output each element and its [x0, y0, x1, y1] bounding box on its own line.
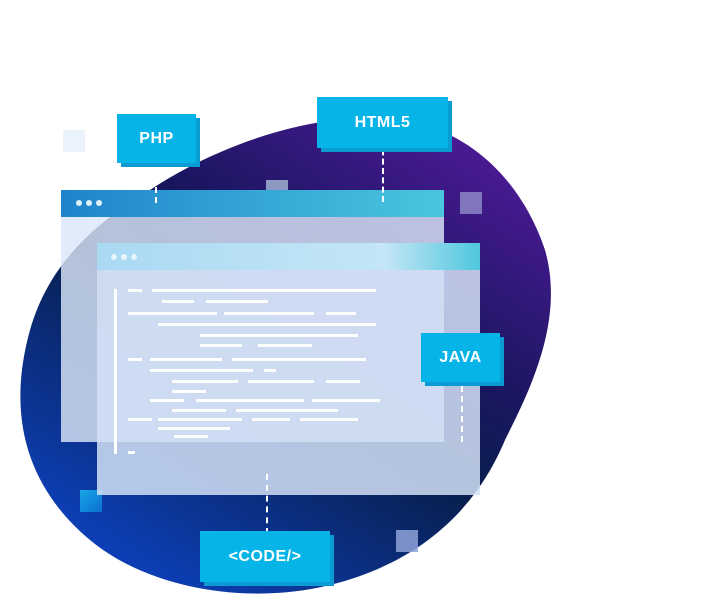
tag-java-label: JAVA — [439, 348, 482, 366]
traffic-dots-icon — [111, 254, 137, 260]
decor-square — [396, 530, 418, 552]
tag-html5-label: HTML5 — [354, 113, 411, 131]
decor-square — [63, 130, 85, 152]
php-connector — [155, 157, 157, 203]
traffic-dots-icon — [76, 200, 102, 206]
decor-square — [460, 192, 482, 214]
code-connector — [266, 474, 268, 534]
tag-java: JAVA — [421, 333, 500, 382]
tag-html5: HTML5 — [317, 97, 448, 148]
tag-php-label: PHP — [139, 129, 174, 147]
back-window-titlebar — [61, 190, 444, 217]
tag-php: PHP — [117, 114, 196, 163]
tag-code: <CODE/> — [200, 531, 330, 582]
tag-code-label: <CODE/> — [228, 547, 302, 565]
java-connector — [461, 376, 463, 442]
html5-connector — [382, 140, 384, 202]
code-window-titlebar — [97, 243, 480, 270]
decor-square — [80, 490, 102, 512]
